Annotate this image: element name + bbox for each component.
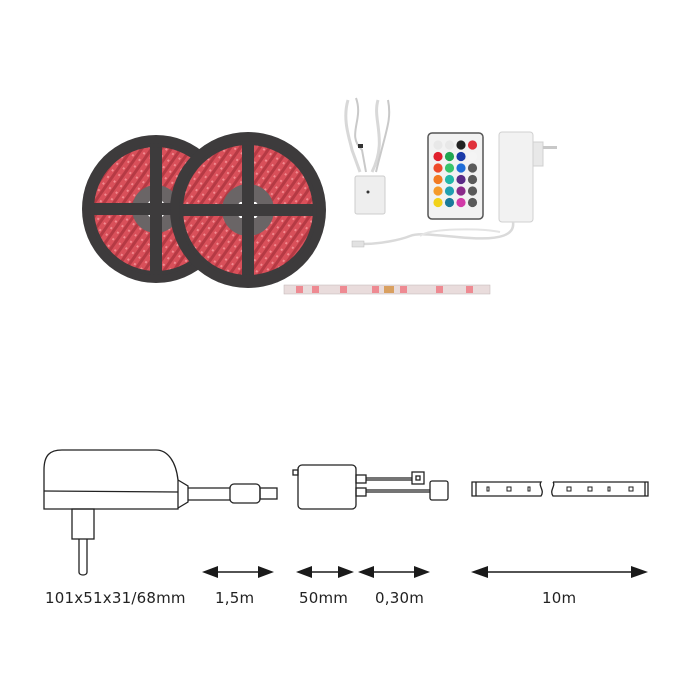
remote-button <box>444 186 455 196</box>
remote-button <box>444 197 455 208</box>
remote-button <box>467 163 478 173</box>
controller-drawing <box>292 464 449 510</box>
controller-photo <box>344 97 391 215</box>
remote-button <box>444 163 455 173</box>
adapter-cable-length-label: 1,5m <box>215 589 255 607</box>
remote-button <box>433 151 443 162</box>
remote-button <box>456 186 466 196</box>
led-reel-right <box>170 132 326 288</box>
arrow-adapter-cable <box>202 566 274 578</box>
led-strip-drawing <box>471 481 649 497</box>
power-adapter-photo <box>351 131 557 248</box>
remote-button <box>444 174 455 185</box>
remote-photo <box>427 132 484 220</box>
remote-button <box>456 140 466 150</box>
power-adapter-drawing <box>43 449 278 576</box>
remote-button <box>456 151 466 162</box>
remote-button <box>433 197 443 208</box>
remote-button <box>444 140 455 150</box>
remote-button <box>433 163 443 173</box>
arrow-controller <box>296 566 354 578</box>
dimension-arrows <box>202 566 648 578</box>
remote-button <box>467 197 478 208</box>
arrow-controller-cable <box>358 566 430 578</box>
adapter-dimension-label: 101x51x31/68mm <box>45 589 186 607</box>
led-strip-segment <box>283 284 491 295</box>
remote-button <box>433 186 443 196</box>
remote-button <box>467 140 478 150</box>
controller-cable-length-label: 0,30m <box>375 589 425 607</box>
remote-button <box>433 174 443 185</box>
remote-button <box>456 174 466 185</box>
controller-size-label: 50mm <box>299 589 349 607</box>
remote-button <box>456 197 466 208</box>
remote-button <box>444 151 455 162</box>
remote-button <box>467 151 478 162</box>
dimension-diagram <box>0 430 700 630</box>
strip-length-label: 10m <box>542 589 577 607</box>
remote-button <box>433 140 443 150</box>
remote-button <box>467 174 478 185</box>
product-photo <box>0 0 700 330</box>
remote-button <box>467 186 478 196</box>
arrow-strip <box>471 566 648 578</box>
remote-button <box>456 163 466 173</box>
